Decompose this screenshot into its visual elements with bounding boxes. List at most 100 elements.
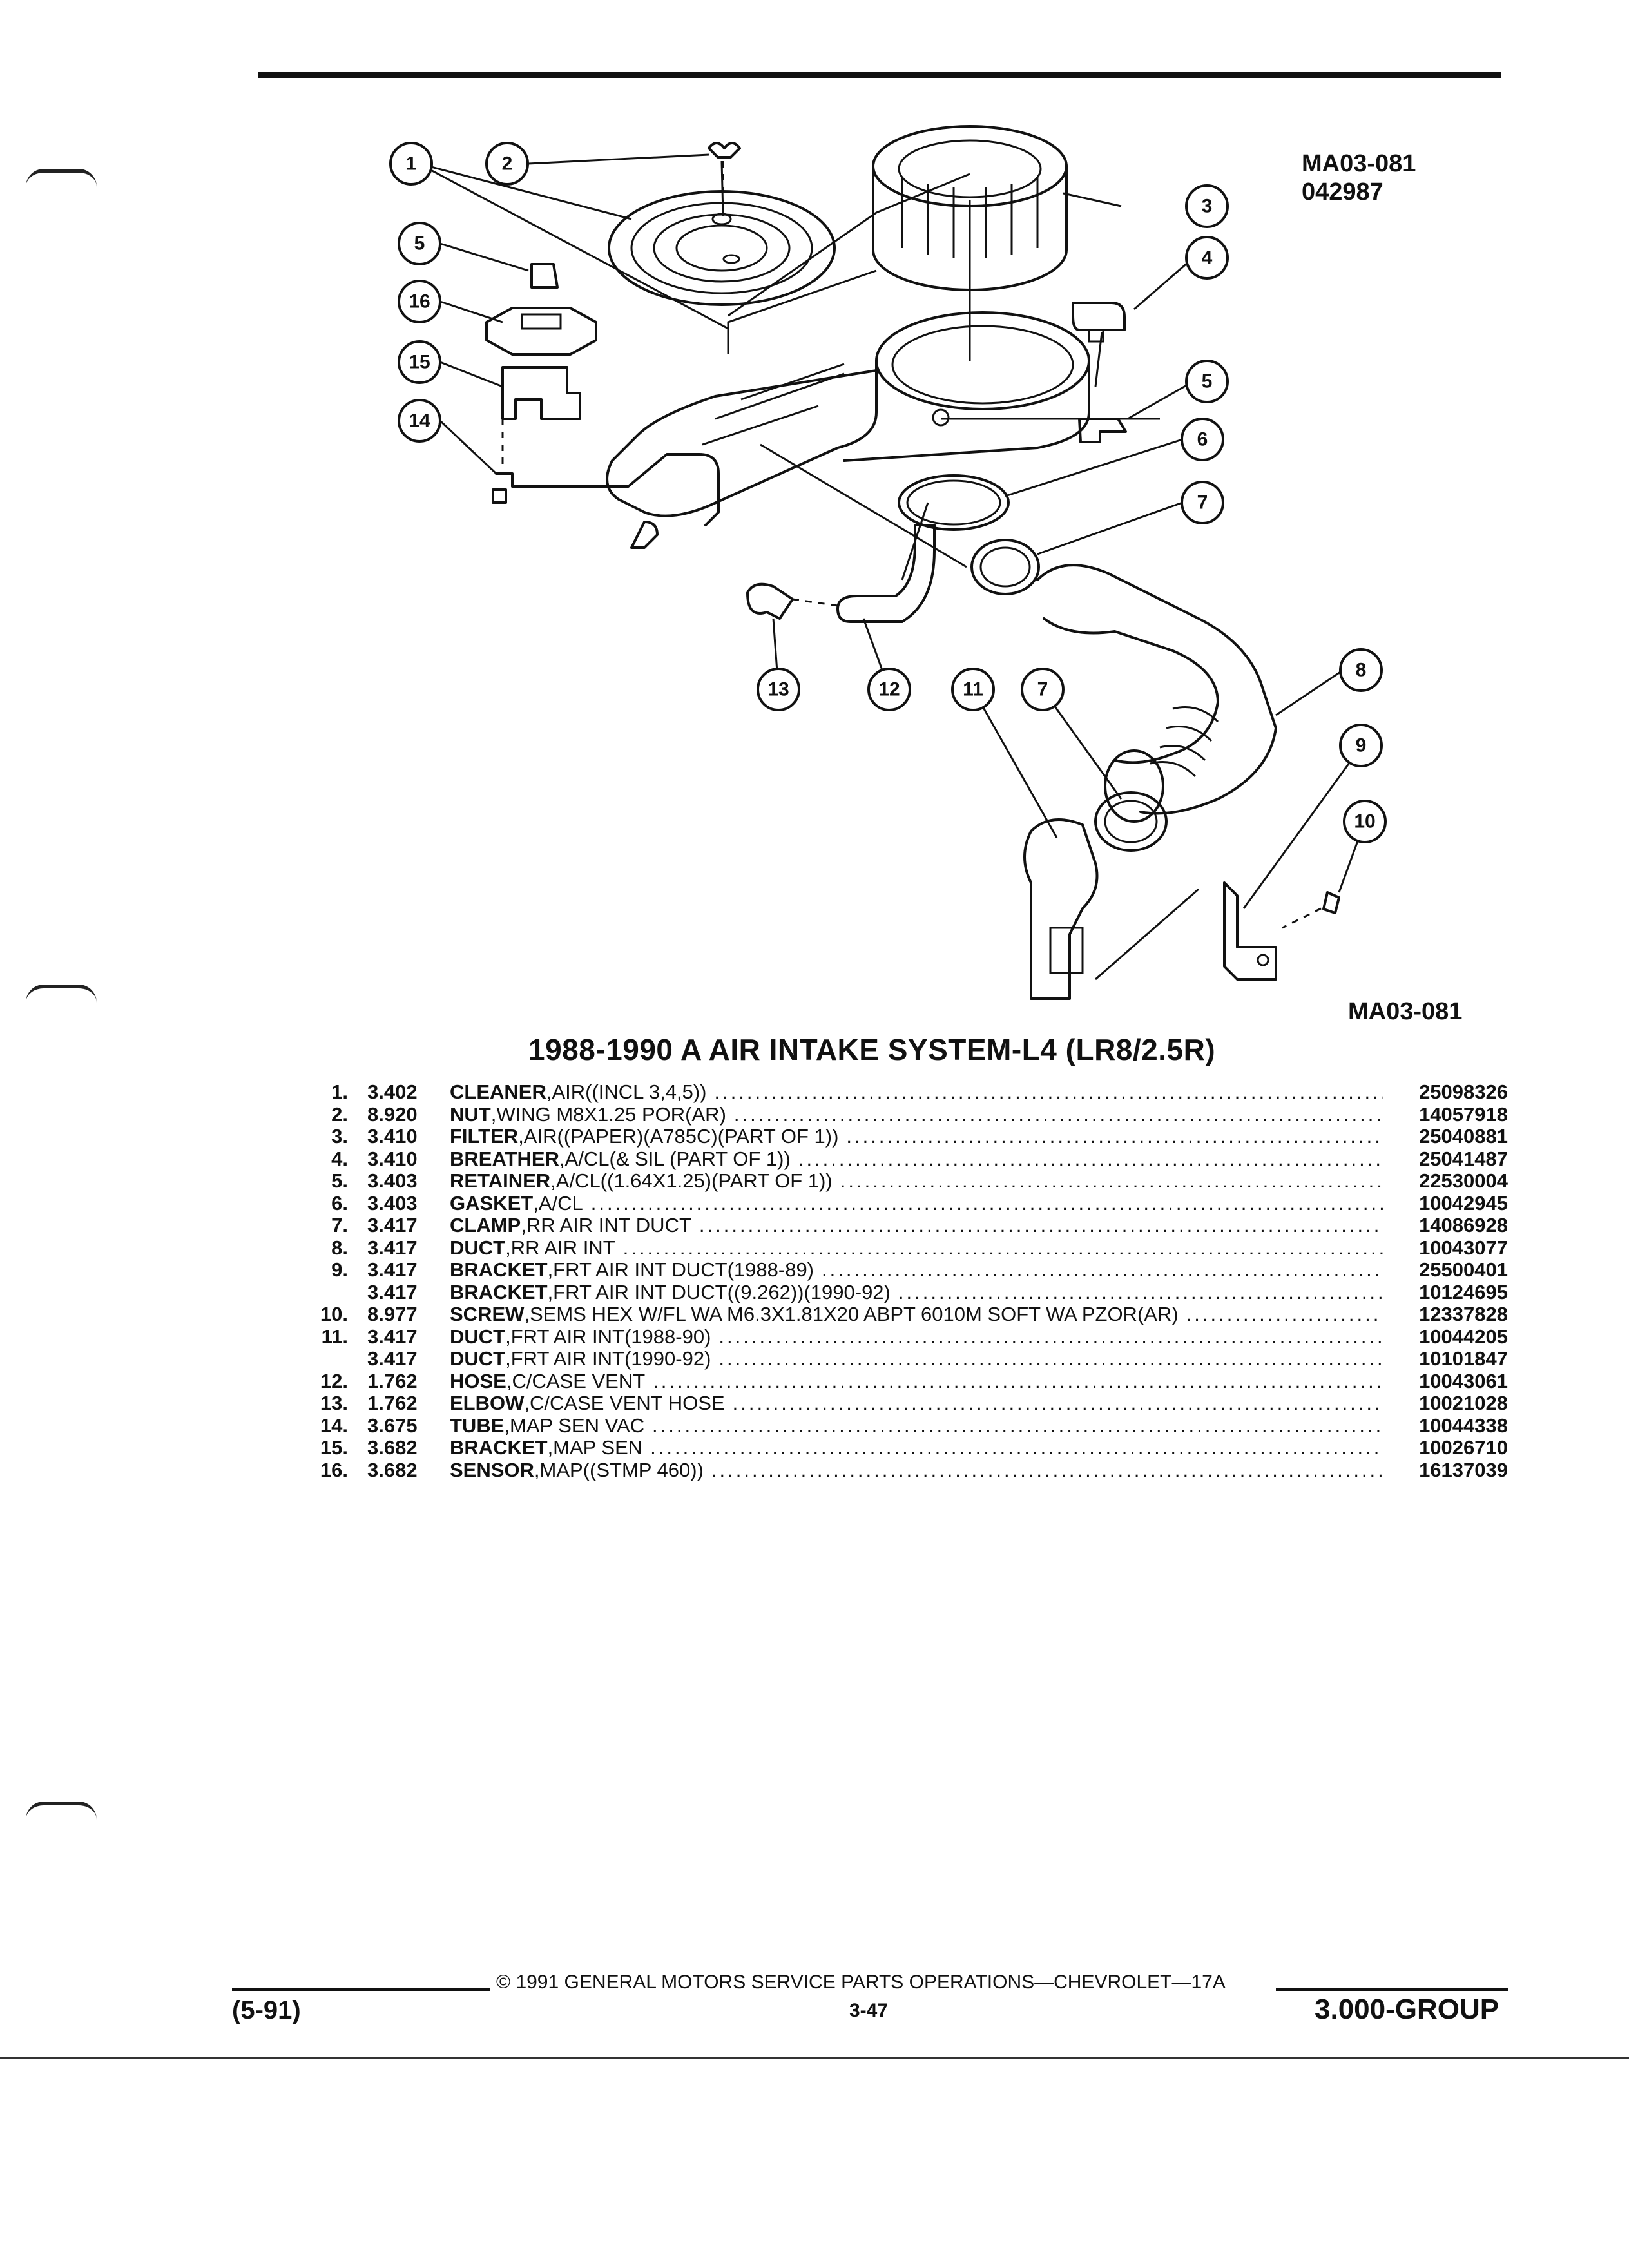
part-spec: ,C/CASE VENT HOSE — [524, 1392, 725, 1414]
callout-6: 6 — [1181, 418, 1224, 461]
callout-15: 15 — [398, 340, 441, 384]
group-number: 3.410 — [367, 1125, 418, 1148]
svg-text:10: 10 — [1354, 811, 1375, 832]
part-number: 16137039 — [1419, 1458, 1508, 1481]
svg-text:5: 5 — [1202, 371, 1213, 392]
part-number: 10044205 — [1419, 1325, 1508, 1348]
group-number: 3.417 — [367, 1347, 418, 1370]
part-description: BRACKET,FRT AIR INT DUCT((9.262))(1990-9… — [450, 1281, 1392, 1304]
part-name: DUCT — [450, 1347, 506, 1370]
callout-1: 1 — [389, 142, 433, 186]
part-spec: ,C/CASE VENT — [506, 1369, 646, 1392]
item-number: 5. — [331, 1169, 348, 1192]
rear-air-intake-duct — [1036, 564, 1277, 823]
leader-dots — [623, 1236, 1383, 1260]
air-cleaner-housing — [606, 311, 1090, 517]
map-sensor-bracket — [501, 366, 581, 420]
leader-dots — [591, 1192, 1383, 1215]
item-number: 2. — [331, 1102, 348, 1126]
svg-text:9: 9 — [1356, 735, 1367, 756]
bottom-rule — [0, 2057, 1629, 2059]
part-description: BRACKET,MAP SEN — [450, 1436, 1392, 1459]
part-description: GASKET,A/CL — [450, 1192, 1392, 1215]
part-number: 10043077 — [1419, 1236, 1508, 1259]
svg-text:7: 7 — [1197, 492, 1208, 514]
item-number: 6. — [331, 1191, 348, 1215]
part-spec: ,FRT AIR INT DUCT(1988-89) — [547, 1258, 815, 1281]
crankcase-vent-hose-elbow — [746, 582, 838, 620]
crankcase-vent-hose — [836, 524, 936, 623]
part-name: DUCT — [450, 1325, 506, 1348]
callout-2: 2 — [485, 142, 529, 186]
part-spec: ,MAP((STMP 460)) — [534, 1458, 704, 1481]
callout-4: 4 — [1185, 236, 1229, 280]
part-name: BRACKET — [450, 1258, 548, 1281]
group-number: 8.920 — [367, 1102, 418, 1126]
diagram-reference: MA03-081 042987 — [1302, 149, 1416, 206]
group-number: 3.417 — [367, 1236, 418, 1259]
callout-5-left: 5 — [398, 222, 441, 265]
leader-dots — [840, 1169, 1383, 1193]
margin-punch-mark — [26, 1802, 97, 1820]
svg-text:2: 2 — [502, 153, 513, 175]
map-sensor — [485, 307, 597, 356]
leader-dots — [653, 1370, 1383, 1393]
group-number: 3.682 — [367, 1458, 418, 1481]
part-number: 25040881 — [1419, 1125, 1508, 1148]
part-spec: ,WING M8X1.25 POR(AR) — [490, 1102, 726, 1126]
svg-text:16: 16 — [409, 291, 430, 312]
leader-dots — [898, 1281, 1383, 1304]
group-number: 3.417 — [367, 1258, 418, 1281]
callout-12: 12 — [867, 668, 911, 711]
item-number: 4. — [331, 1147, 348, 1170]
leader-dots — [718, 1347, 1383, 1370]
callout-9: 9 — [1339, 724, 1383, 767]
part-spec: ,SEMS HEX W/FL WA M6.3X1.81X20 ABPT 6010… — [524, 1303, 1179, 1325]
screw — [1282, 891, 1340, 929]
part-spec: ,FRT AIR INT(1990-92) — [505, 1347, 711, 1370]
part-number: 14057918 — [1419, 1102, 1508, 1126]
leader-dots — [1186, 1303, 1383, 1326]
leader-dots — [733, 1392, 1383, 1415]
part-number: 10043061 — [1419, 1369, 1508, 1392]
part-name: ELBOW — [450, 1392, 525, 1414]
part-number: 12337828 — [1419, 1303, 1508, 1325]
part-description: NUT,WING M8X1.25 POR(AR) — [450, 1103, 1392, 1126]
clamp-upper — [970, 539, 1040, 595]
air-cleaner-lid — [608, 190, 836, 306]
callout-7-lower: 7 — [1021, 668, 1065, 711]
group-number: 3.417 — [367, 1325, 418, 1348]
part-number: 25098326 — [1419, 1081, 1508, 1103]
leader-dots — [718, 1325, 1383, 1349]
leader-dots — [798, 1148, 1383, 1171]
part-spec: ,A/CL — [533, 1191, 583, 1215]
group-number: 3.403 — [367, 1169, 418, 1192]
retainer-clip-left — [530, 263, 559, 289]
part-name: DUCT — [450, 1236, 506, 1259]
parts-row: 3.417 BRACKET,FRT AIR INT DUCT((9.262))(1… — [284, 1281, 1508, 1303]
front-duct-bracket — [1223, 881, 1277, 981]
leader-dots — [714, 1081, 1383, 1104]
part-number: 25500401 — [1419, 1258, 1508, 1281]
svg-text:13: 13 — [767, 679, 789, 700]
part-description: DUCT,FRT AIR INT(1990-92) — [450, 1347, 1392, 1370]
part-spec: ,FRT AIR INT(1988-90) — [505, 1325, 711, 1348]
part-name: NUT — [450, 1102, 491, 1126]
item-number: 9. — [331, 1258, 348, 1281]
part-description: DUCT,RR AIR INT — [450, 1236, 1392, 1260]
diagram-code: MA03-081 — [1302, 150, 1416, 177]
part-description: FILTER,AIR((PAPER)(A785C)(PART OF 1)) — [450, 1125, 1392, 1148]
part-description: CLAMP,RR AIR INT DUCT — [450, 1214, 1392, 1237]
group-number: 3.417 — [367, 1280, 418, 1303]
part-description: SENSOR,MAP((STMP 460)) — [450, 1459, 1392, 1482]
svg-text:5: 5 — [414, 233, 425, 255]
group-number: 3.675 — [367, 1414, 418, 1437]
